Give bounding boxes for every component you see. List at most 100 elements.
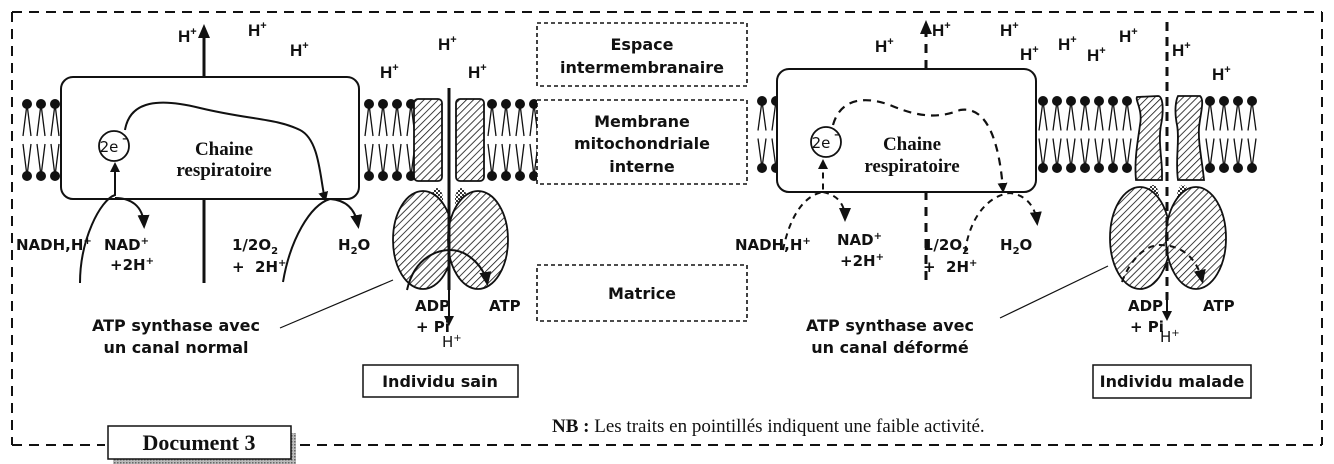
lipid-tail (392, 103, 402, 137)
pi-label: + Pi (416, 318, 450, 336)
nadh-label-sick: NADH,H+ (735, 236, 811, 254)
lipid-tail (378, 143, 388, 177)
svg-text:H+: H+ (248, 20, 267, 40)
lipid-tail (1219, 138, 1229, 169)
lipid-tail (1038, 100, 1048, 131)
lipid-tail (1038, 138, 1048, 169)
lipid-tail (1108, 100, 1118, 131)
pi-label-sick: + Pi (1130, 318, 1164, 336)
region-intermembrane (536, 22, 748, 87)
o2-2h-label-sick: + 2H+ (923, 258, 977, 276)
nad-label: NAD+ (104, 236, 149, 254)
svg-text:H+: H+ (438, 34, 457, 54)
synthase-pointer-sick (999, 265, 1109, 319)
lipid-tail (1052, 138, 1062, 169)
svg-text:H+: H+ (932, 20, 951, 40)
synthase-label-line2: un canal normal (103, 338, 248, 357)
proton-labels: H+ H+ H+ H+ H+ H+ (178, 20, 487, 82)
svg-text:H+: H+ (1058, 34, 1077, 54)
region-membrane (536, 99, 748, 185)
region-membrane-line3: interne (609, 157, 675, 176)
nadh-arrow-sick (782, 159, 828, 251)
nad-arrow-sick (822, 191, 851, 222)
electron-path-sick (831, 99, 1008, 193)
lipid-tail (36, 103, 46, 137)
note: NB : Les traits en pointillés indiquent … (552, 416, 985, 437)
lipid-tail (1122, 138, 1132, 169)
lipid-tail (501, 103, 511, 137)
individual-title-sick: Individu malade (1100, 372, 1245, 391)
document-label: Document 3 (107, 425, 296, 464)
region-membrane-line2: mitochondriale (574, 134, 710, 153)
h2o-label-sick: H2O (1000, 236, 1032, 257)
lipid-tail (1080, 100, 1090, 131)
lipid-tail (1205, 138, 1215, 169)
lipid-tail (392, 143, 402, 177)
outer-frame (11, 11, 1323, 446)
lipid-tail (1247, 100, 1257, 131)
nad-label-sick: NAD+ (837, 231, 882, 249)
lipid-tail (1205, 100, 1215, 131)
synthase-pointer (279, 279, 394, 329)
lipid-tail (1233, 138, 1243, 169)
lipid-tail (1094, 138, 1104, 169)
lipid-tail (757, 138, 767, 169)
lipid-tail (487, 143, 497, 177)
svg-text:H+: H+ (1172, 40, 1191, 60)
region-intermembrane-line1: Espace (610, 35, 673, 54)
panel-sick: Chaine respiratoire 2e - H+ H+ H+ H+ H+ … (735, 20, 1252, 399)
chain-label-sick-line2: respiratoire (864, 156, 959, 177)
respiratory-chain-complex (60, 76, 360, 200)
svg-text:H+: H+ (178, 26, 197, 46)
synthase-label-sick-line2: un canal déformé (811, 338, 969, 357)
lipid-tail (1080, 138, 1090, 169)
o2-arrow-sick (964, 191, 1042, 253)
lipid-tail (1219, 100, 1229, 131)
lipid-tail (1122, 100, 1132, 131)
region-legend: Espace intermembranaire Membrane mitocho… (536, 22, 748, 322)
svg-text:H+: H+ (1087, 45, 1106, 65)
svg-text:H+: H+ (290, 40, 309, 60)
o2-label-sick: 1/2O2 (923, 236, 969, 257)
lipid-tail (1066, 100, 1076, 131)
nadh-label: NADH,H+ (16, 236, 92, 254)
svg-text:H+: H+ (875, 36, 894, 56)
lipid-tail (378, 103, 388, 137)
svg-text:H+: H+ (380, 62, 399, 82)
chain-label-line2: respiratoire (176, 160, 271, 181)
respiratory-chain-complex-sick (776, 68, 1037, 193)
lipid-tail (1066, 138, 1076, 169)
electron-circle (98, 130, 130, 162)
lipid-tail (50, 143, 60, 177)
lipid-tail (487, 103, 497, 137)
synthase-label-sick-line1: ATP synthase avec (806, 316, 974, 335)
h2o-label: H2O (338, 236, 370, 257)
matrix-proton-label-sick: H+ (1160, 328, 1180, 346)
svg-text:H+: H+ (1119, 26, 1138, 46)
region-intermembrane-line2: intermembranaire (560, 58, 724, 77)
o2-2h-label: + 2H+ (232, 258, 286, 276)
svg-text:H+: H+ (1020, 44, 1039, 64)
lipid-tail (1247, 138, 1257, 169)
nadh-arrow (79, 162, 120, 284)
region-matrix (536, 264, 748, 322)
adp-label-sick: ADP (1128, 297, 1163, 315)
nad-2h-label: +2H+ (110, 256, 154, 274)
synthase-label-line1: ATP synthase avec (92, 316, 260, 335)
chain-label-line1: Chaine (195, 139, 253, 160)
lipid-tail (515, 103, 525, 137)
electron-sup-sick: - (834, 125, 839, 143)
lipid-tail (36, 143, 46, 177)
lipid-tail (364, 143, 374, 177)
lipid-tail (22, 103, 32, 137)
svg-text:H+: H+ (1212, 64, 1231, 84)
atp-synthase-deformed: ADP + Pi ATP H+ (1109, 22, 1235, 346)
svg-text:H+: H+ (1000, 20, 1019, 40)
chain-label-sick-line1: Chaine (883, 134, 941, 155)
adp-label: ADP (415, 297, 450, 315)
lipid-tail (1094, 100, 1104, 131)
lipid-tail (1233, 100, 1243, 131)
region-matrix-label: Matrice (608, 284, 676, 303)
proton-labels-sick: H+ H+ H+ H+ H+ H+ H+ H+ H+ (875, 20, 1231, 84)
